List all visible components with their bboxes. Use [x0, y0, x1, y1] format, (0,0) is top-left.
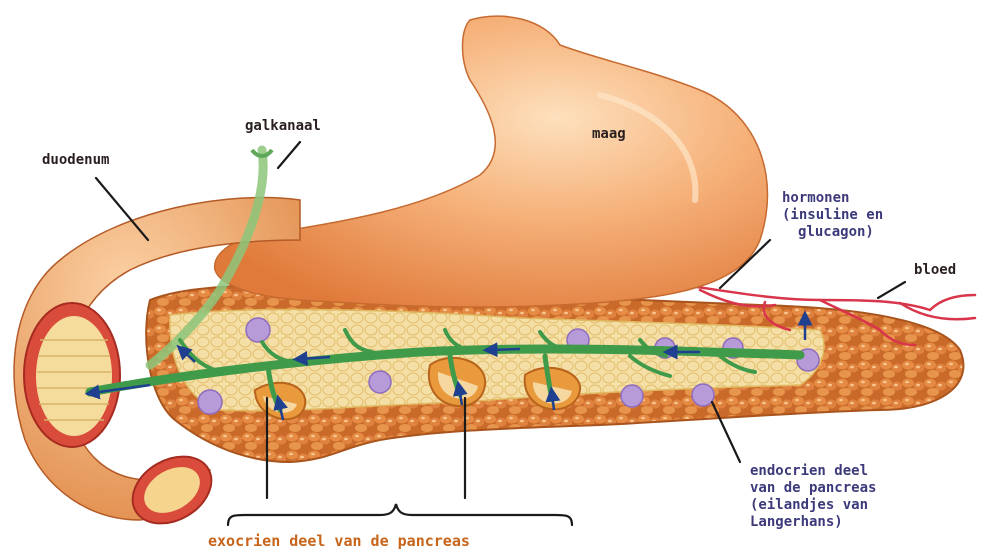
label-galkanaal: galkanaal	[245, 118, 321, 135]
galkanaal-leader	[278, 142, 300, 168]
stomach	[215, 16, 768, 307]
label-bloed: bloed	[914, 262, 956, 279]
label-endocrien-line-3: (eilandjes van	[750, 497, 876, 514]
label-hormonen: hormonen (insuline en glucagon)	[782, 190, 883, 241]
label-hormonen-line-1: hormonen	[782, 190, 883, 207]
label-endocrien: endocrien deel van de pancreas (eilandje…	[750, 463, 876, 531]
exocrien-brace	[228, 504, 572, 525]
label-endocrien-line-2: van de pancreas	[750, 480, 876, 497]
label-endocrien-line-1: endocrien deel	[750, 463, 876, 480]
label-hormonen-line-3: glucagon)	[782, 224, 883, 241]
label-maag: maag	[592, 126, 626, 143]
label-hormonen-line-2: (insuline en	[782, 207, 883, 224]
label-endocrien-line-4: Langerhans)	[750, 514, 876, 531]
label-exocrien: exocrien deel van de pancreas	[208, 533, 470, 550]
bloed-leader	[878, 282, 905, 298]
label-duodenum: duodenum	[42, 152, 109, 169]
